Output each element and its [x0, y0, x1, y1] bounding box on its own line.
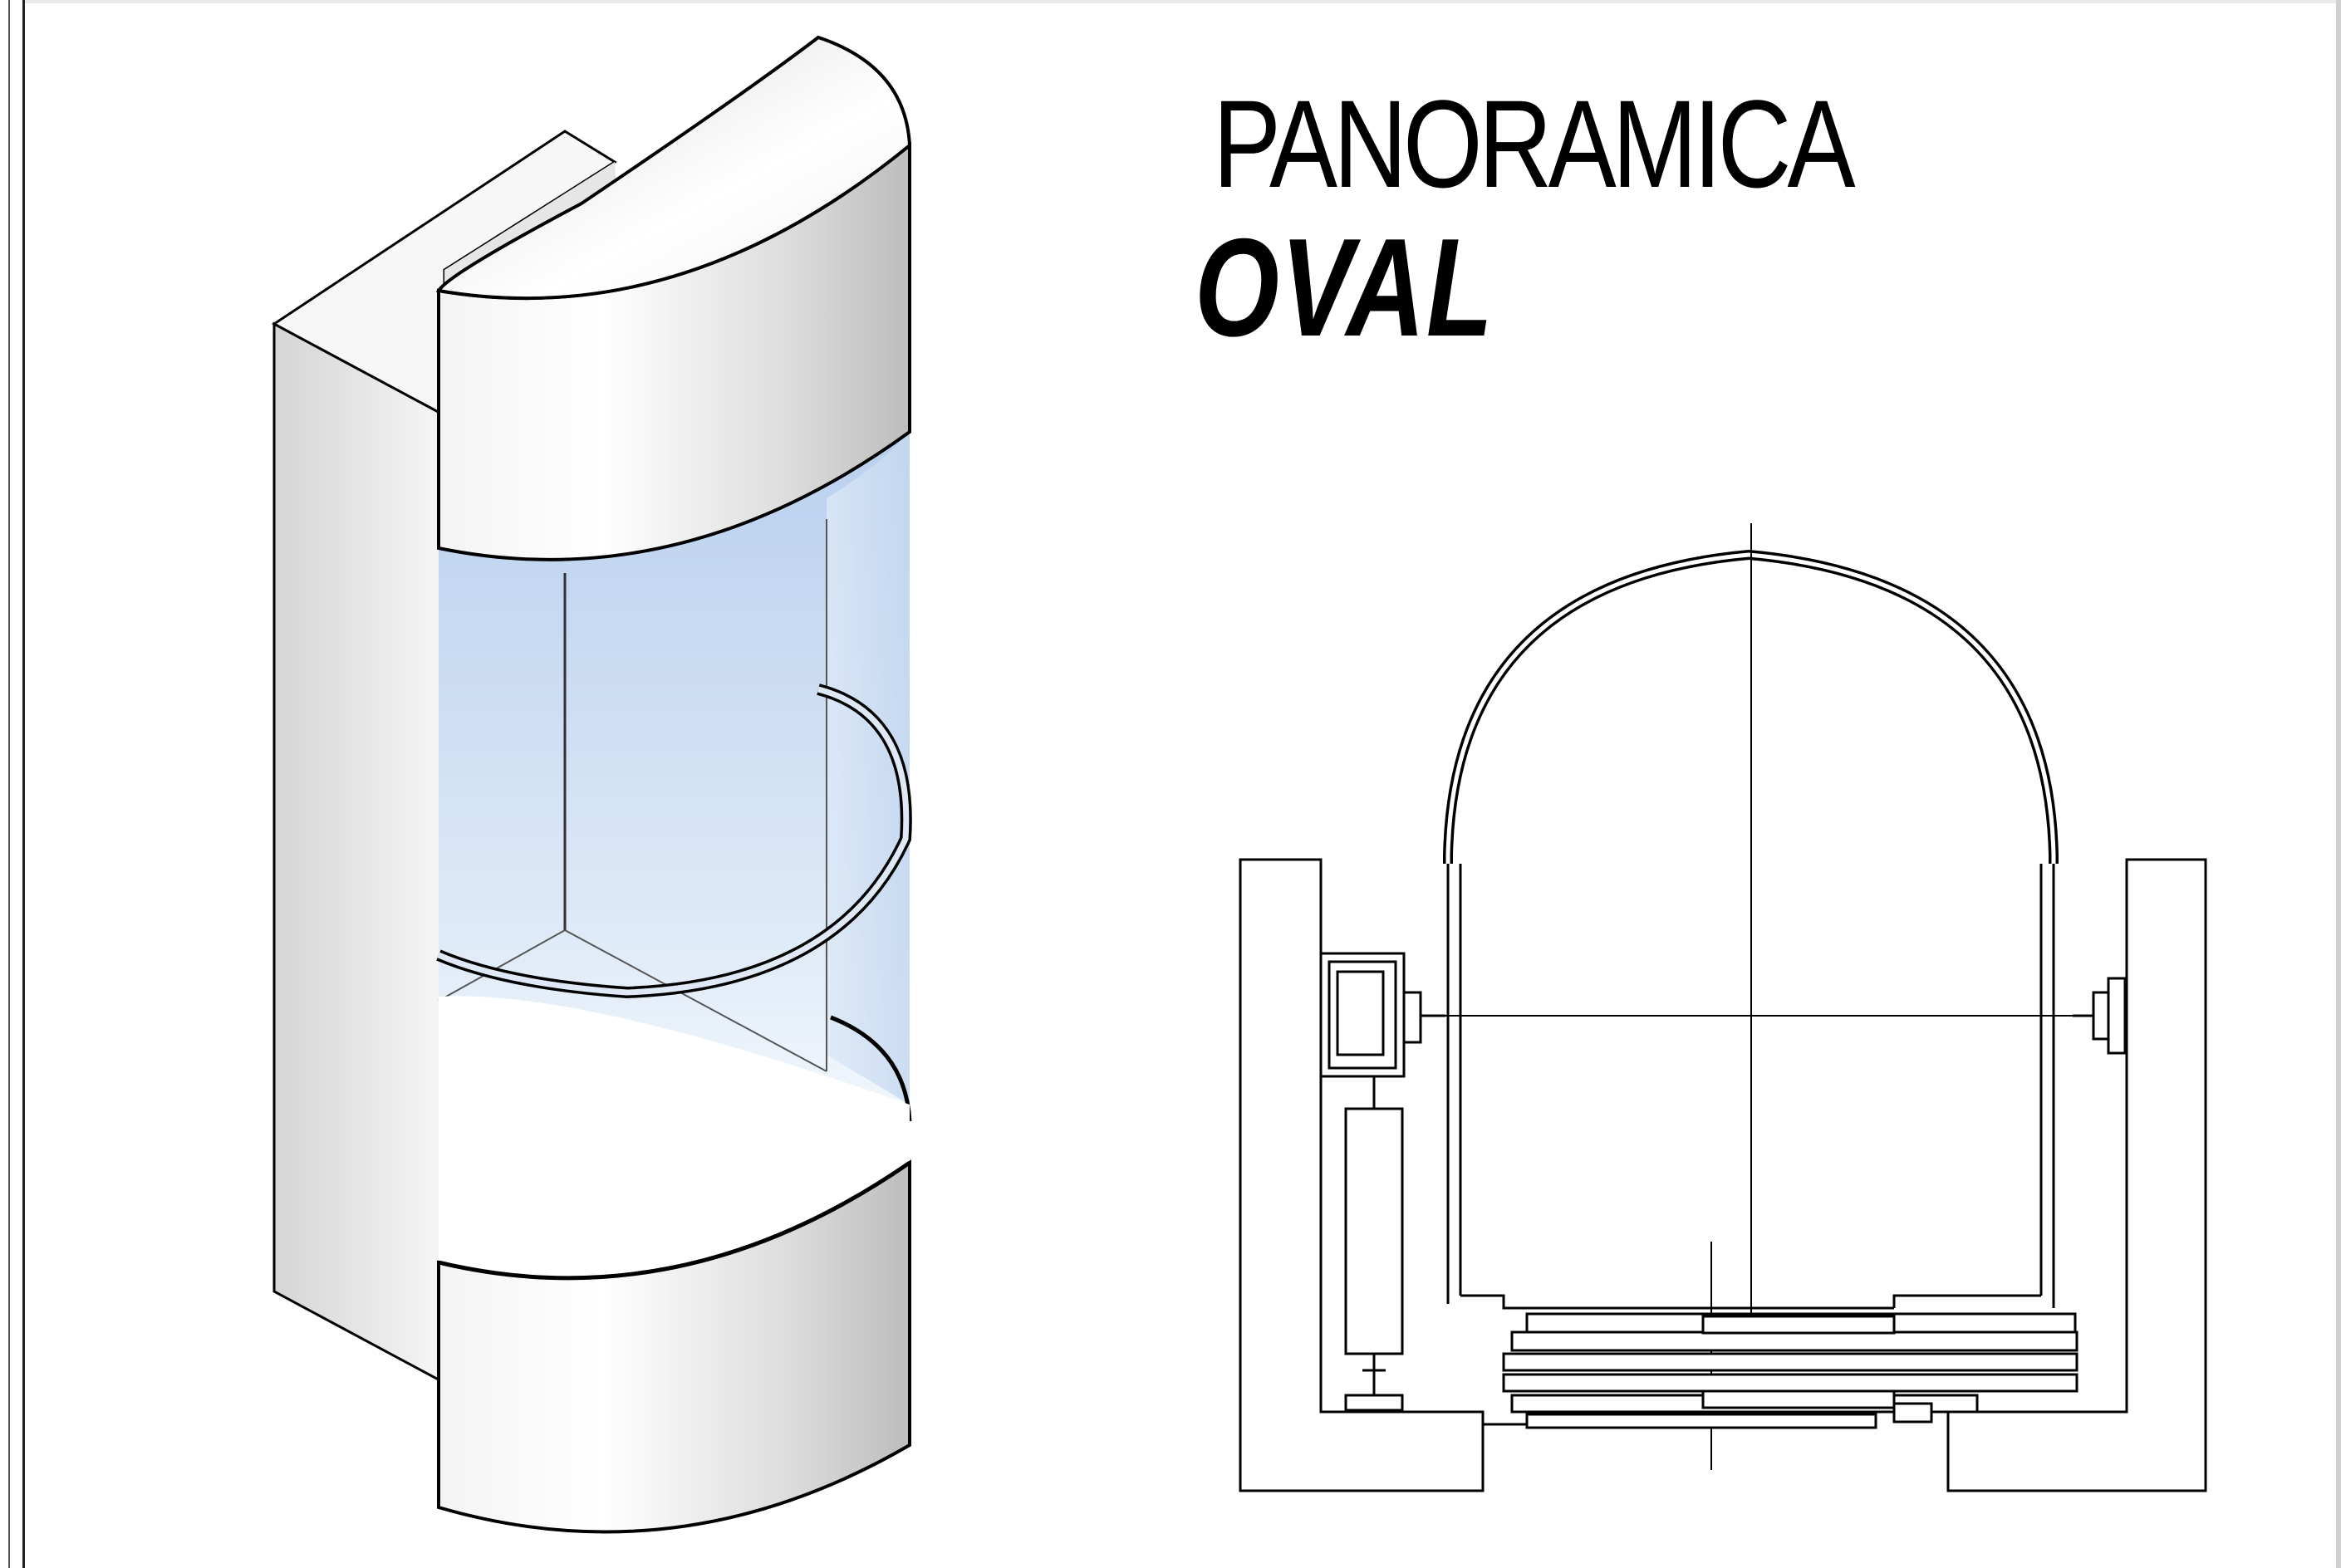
cabin-bottom-band — [437, 1159, 911, 1534]
cabin-top-band — [435, 35, 912, 561]
cabin-dome — [1443, 549, 2059, 1310]
glass-cabin — [436, 432, 912, 1268]
guide-rail-right — [2073, 977, 2127, 1055]
sheet-left-border — [0, 0, 25, 1568]
door-sill — [1481, 1312, 2078, 1429]
product-title-line1: PANORAMICA — [1213, 74, 1856, 213]
sheet-top-border — [25, 0, 2341, 3]
drive-unit — [1319, 952, 1445, 1412]
sheet-right-border — [2336, 0, 2341, 1568]
product-title-line2: OVAL — [1195, 209, 1494, 365]
